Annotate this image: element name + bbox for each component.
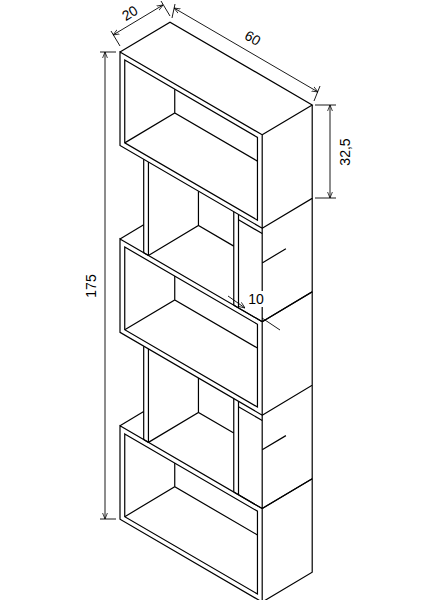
shelf-height-dimension: 32,5 — [337, 136, 353, 167]
offset-dimension: 10 — [246, 291, 266, 307]
dimension-lines — [100, 1, 336, 519]
total-height-dimension: 175 — [83, 272, 99, 299]
bookshelf — [120, 0, 312, 600]
depth-dimension: 20 — [117, 1, 142, 25]
width-dimension: 60 — [240, 26, 265, 50]
